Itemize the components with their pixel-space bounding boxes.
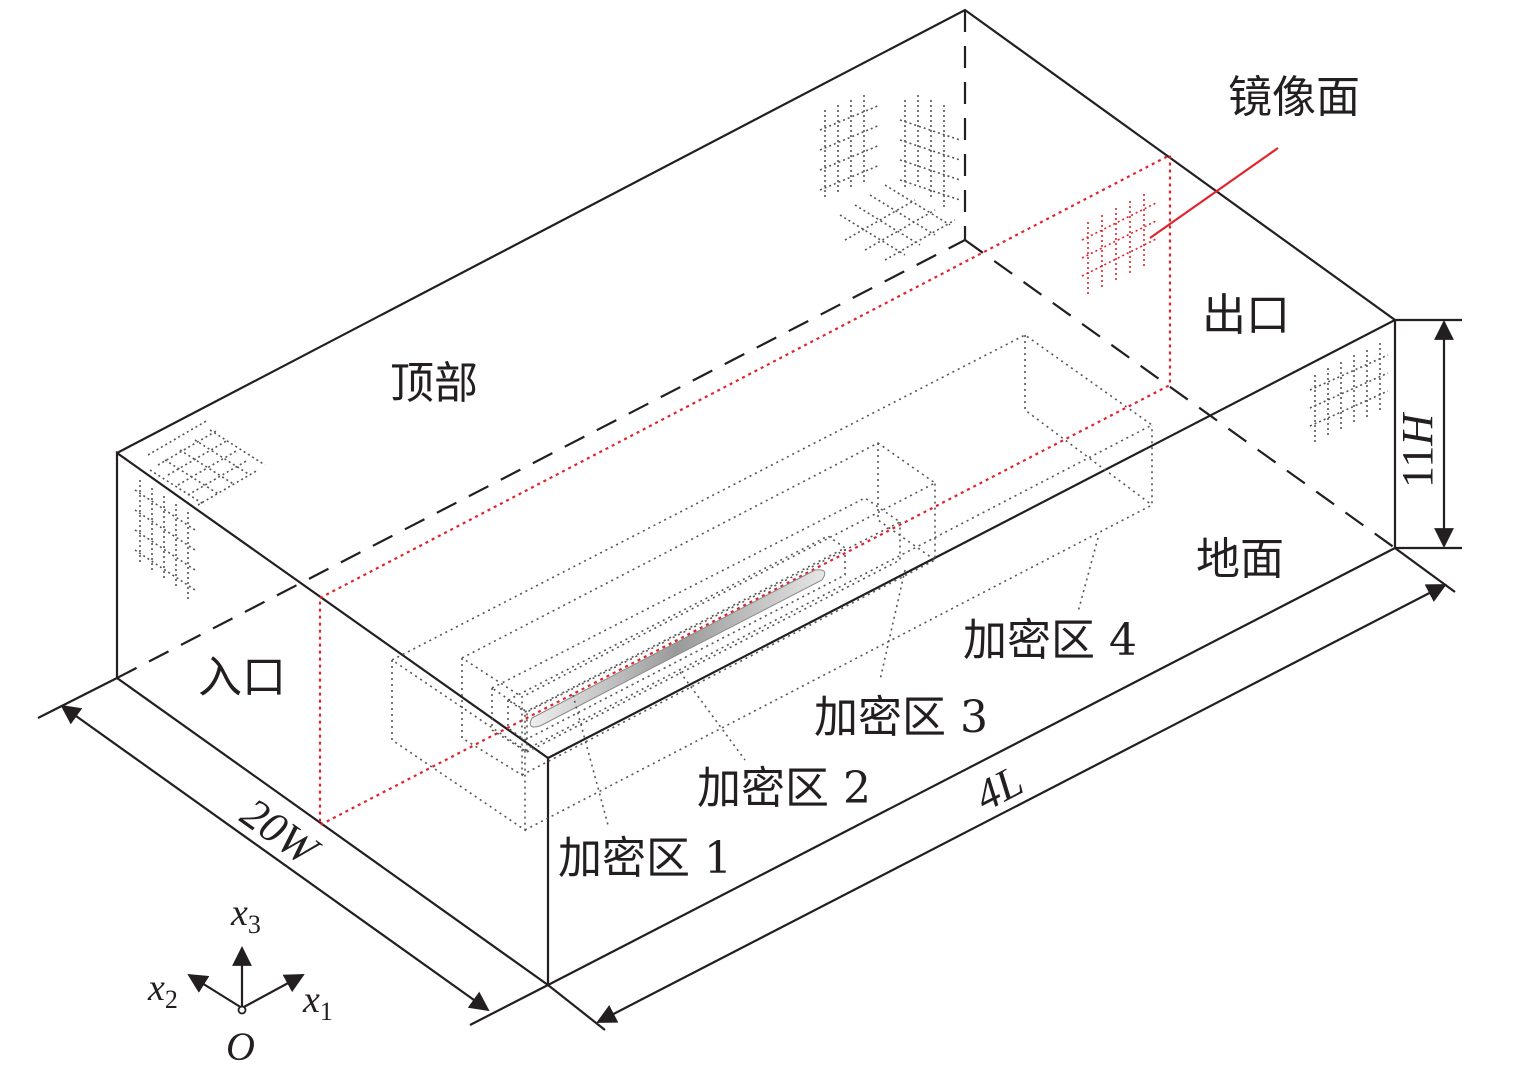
zone1-leader	[572, 694, 609, 826]
hidden-edges	[116, 10, 1396, 679]
label-inlet: 入口	[198, 652, 286, 703]
label-zone2: 加密区 2	[697, 763, 871, 814]
zone4-box	[391, 334, 1154, 832]
box-front-left-face	[115, 450, 550, 988]
label-height-num: 11	[1393, 446, 1442, 488]
coordinate-axes: x3 x2 x1 O	[147, 892, 333, 1069]
label-height: 11H	[1393, 412, 1442, 488]
region-labels: 顶部 入口 出口 地面 镜像面 加密区 1 加密区 2 加密区 3 加密区 4	[198, 72, 1360, 884]
mesh-grid-mirror	[1081, 194, 1159, 295]
label-zone1: 加密区 1	[558, 833, 732, 884]
zone4-leader	[1077, 537, 1099, 613]
mesh-grid-back	[819, 95, 961, 261]
axis-x1	[241, 974, 305, 1009]
mesh-grid-inlet	[134, 480, 196, 600]
width-ext-2	[469, 984, 549, 1026]
label-zone3: 加密区 3	[814, 692, 988, 743]
label-height-var: H	[1393, 412, 1442, 447]
box-top-face	[116, 8, 1398, 759]
length-ext-2	[1394, 547, 1456, 593]
label-width: 20W	[232, 788, 329, 877]
origin-label: O	[226, 1024, 255, 1069]
mirror-plane	[318, 147, 1279, 827]
width-dim-line	[60, 704, 490, 1012]
zone3-box	[461, 442, 937, 777]
refinement-zones	[391, 334, 1154, 832]
label-ground: 地面	[1196, 534, 1284, 585]
label-top: 顶部	[390, 358, 478, 409]
axis-x3-label: x3	[230, 892, 261, 939]
origin-dot	[237, 1005, 247, 1015]
hidden-edge-bottom-back	[964, 239, 1396, 549]
mirror-plane-outline	[318, 153, 1172, 827]
axis-x2	[187, 973, 243, 1009]
mesh-grid-top-left	[147, 419, 266, 506]
width-ext-1	[37, 677, 118, 719]
mesh-grids	[134, 95, 1389, 600]
mesh-grid-outlet	[1309, 343, 1389, 445]
axis-x1-label: x1	[302, 979, 333, 1026]
length-ext-1	[547, 984, 606, 1031]
label-length: 4L	[967, 756, 1031, 821]
zone3-leader	[879, 569, 906, 681]
box-bottom-front-edge	[547, 547, 1396, 986]
label-mirror: 镜像面	[1228, 72, 1360, 123]
mirror-leader-line	[1149, 147, 1279, 239]
slender-body	[529, 569, 826, 728]
dimension-lines	[37, 318, 1462, 1031]
hidden-edge-top-back	[116, 239, 966, 679]
label-outlet: 出口	[1202, 290, 1290, 341]
label-zone4: 加密区 4	[963, 615, 1137, 666]
length-dim-line	[596, 584, 1447, 1023]
axis-x2-label: x2	[147, 967, 178, 1014]
